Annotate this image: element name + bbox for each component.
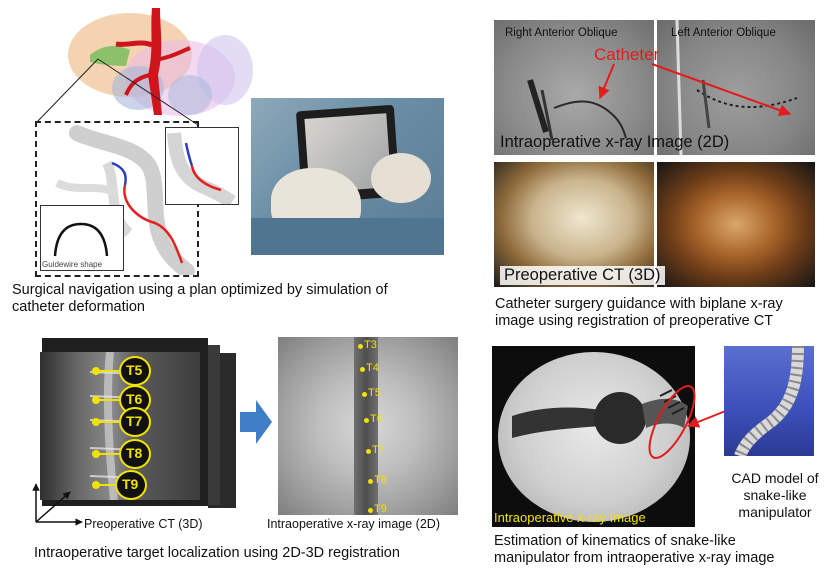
glove-hand-right [371, 153, 431, 203]
xray-vertebra-t8: T8 [374, 474, 387, 486]
cad-model-caption: CAD model of snake-like manipulator [731, 470, 819, 520]
vertebra-marker-t6 [96, 399, 132, 401]
vertebra-dot-t8 [92, 450, 100, 458]
xray-dot-t6 [364, 418, 369, 423]
manipulator-highlight [648, 385, 729, 459]
guidewire-inset [40, 205, 124, 271]
vertebra-dot-t9 [92, 481, 100, 489]
xray-vertebra-t7: T7 [372, 444, 385, 456]
ct-render-right [657, 162, 815, 287]
xray-vertebra-t5: T5 [368, 387, 381, 399]
zoom-inset-render [167, 132, 236, 204]
vertebra-circle-t8 [119, 439, 151, 469]
caption-catheter-guidance: Catheter surgery guidance with biplane x… [495, 296, 783, 329]
vertebra-label-t7: T7 [126, 413, 143, 429]
catheter-arrows [598, 63, 792, 116]
vertebra-dot-t5 [92, 367, 100, 375]
vertebra-label-t9: T9 [122, 476, 139, 492]
vertebra-label-t6: T6 [126, 391, 143, 407]
leader-lines [35, 58, 199, 126]
vertebra-dot-t7 [92, 418, 100, 426]
caption-target-localization: Intraoperative target localization using… [34, 545, 400, 561]
xray-vertebra-t9: T9 [374, 503, 387, 515]
intraop-xray-label: Intraoperative x-ray image (2D) [267, 517, 440, 531]
ct-3d-label: Preoperative CT (3D) [500, 266, 665, 285]
vertebra-label-t5: T5 [126, 362, 143, 378]
registration-arrow [240, 400, 272, 444]
guidewire-curve [53, 222, 109, 257]
caption-surgical-navigation: Surgical navigation using a plan optimiz… [12, 282, 388, 315]
vertebra-marker-t8 [96, 453, 132, 455]
xray-vertebra-t3: T3 [364, 339, 377, 351]
vertebra-marker-t5 [96, 370, 132, 372]
xray-lao [657, 20, 815, 155]
vertebra-circle-t7 [119, 407, 151, 437]
vertebra-marker-t7 [96, 421, 132, 423]
xray-dot-t5 [362, 392, 367, 397]
drape [251, 218, 444, 255]
xray-manipulator-image [492, 346, 695, 527]
xray-dot-t8 [368, 479, 373, 484]
view-label-rao: Right Anterior Oblique [505, 27, 618, 39]
caption-kinematics: Estimation of kinematics of snake-like m… [494, 533, 775, 566]
intraop-xray-image-label: Intraoperative x-ray Image [494, 510, 646, 525]
xray-dot-t4 [360, 367, 365, 372]
xray-vertebra-t4: T4 [366, 362, 379, 374]
xray-dot-t9 [368, 508, 373, 513]
catheter-label: Catheter [594, 45, 660, 64]
vertebra-label-t8: T8 [126, 445, 143, 461]
xray-dot-t3 [358, 344, 363, 349]
guidewire-shape-label: Guidewire shape [42, 260, 103, 269]
xray-dot-t7 [366, 449, 371, 454]
xray-vertebra-t6: T6 [370, 413, 383, 425]
vertebra-marker-t9 [96, 484, 118, 486]
xray-rao [494, 20, 654, 155]
tablet-photo [251, 98, 444, 255]
view-label-lao: Left Anterior Oblique [671, 27, 776, 39]
cad-model-render [724, 346, 814, 456]
preop-ct-label: Preoperative CT (3D) [84, 517, 203, 531]
vertebra-circle-t9 [115, 470, 147, 500]
xray-2d-label: Intraoperative x-ray Image (2D) [500, 133, 730, 151]
axes-icon [32, 483, 83, 526]
vertebra-dot-t6 [92, 396, 100, 404]
xray-spine-image [278, 337, 458, 515]
